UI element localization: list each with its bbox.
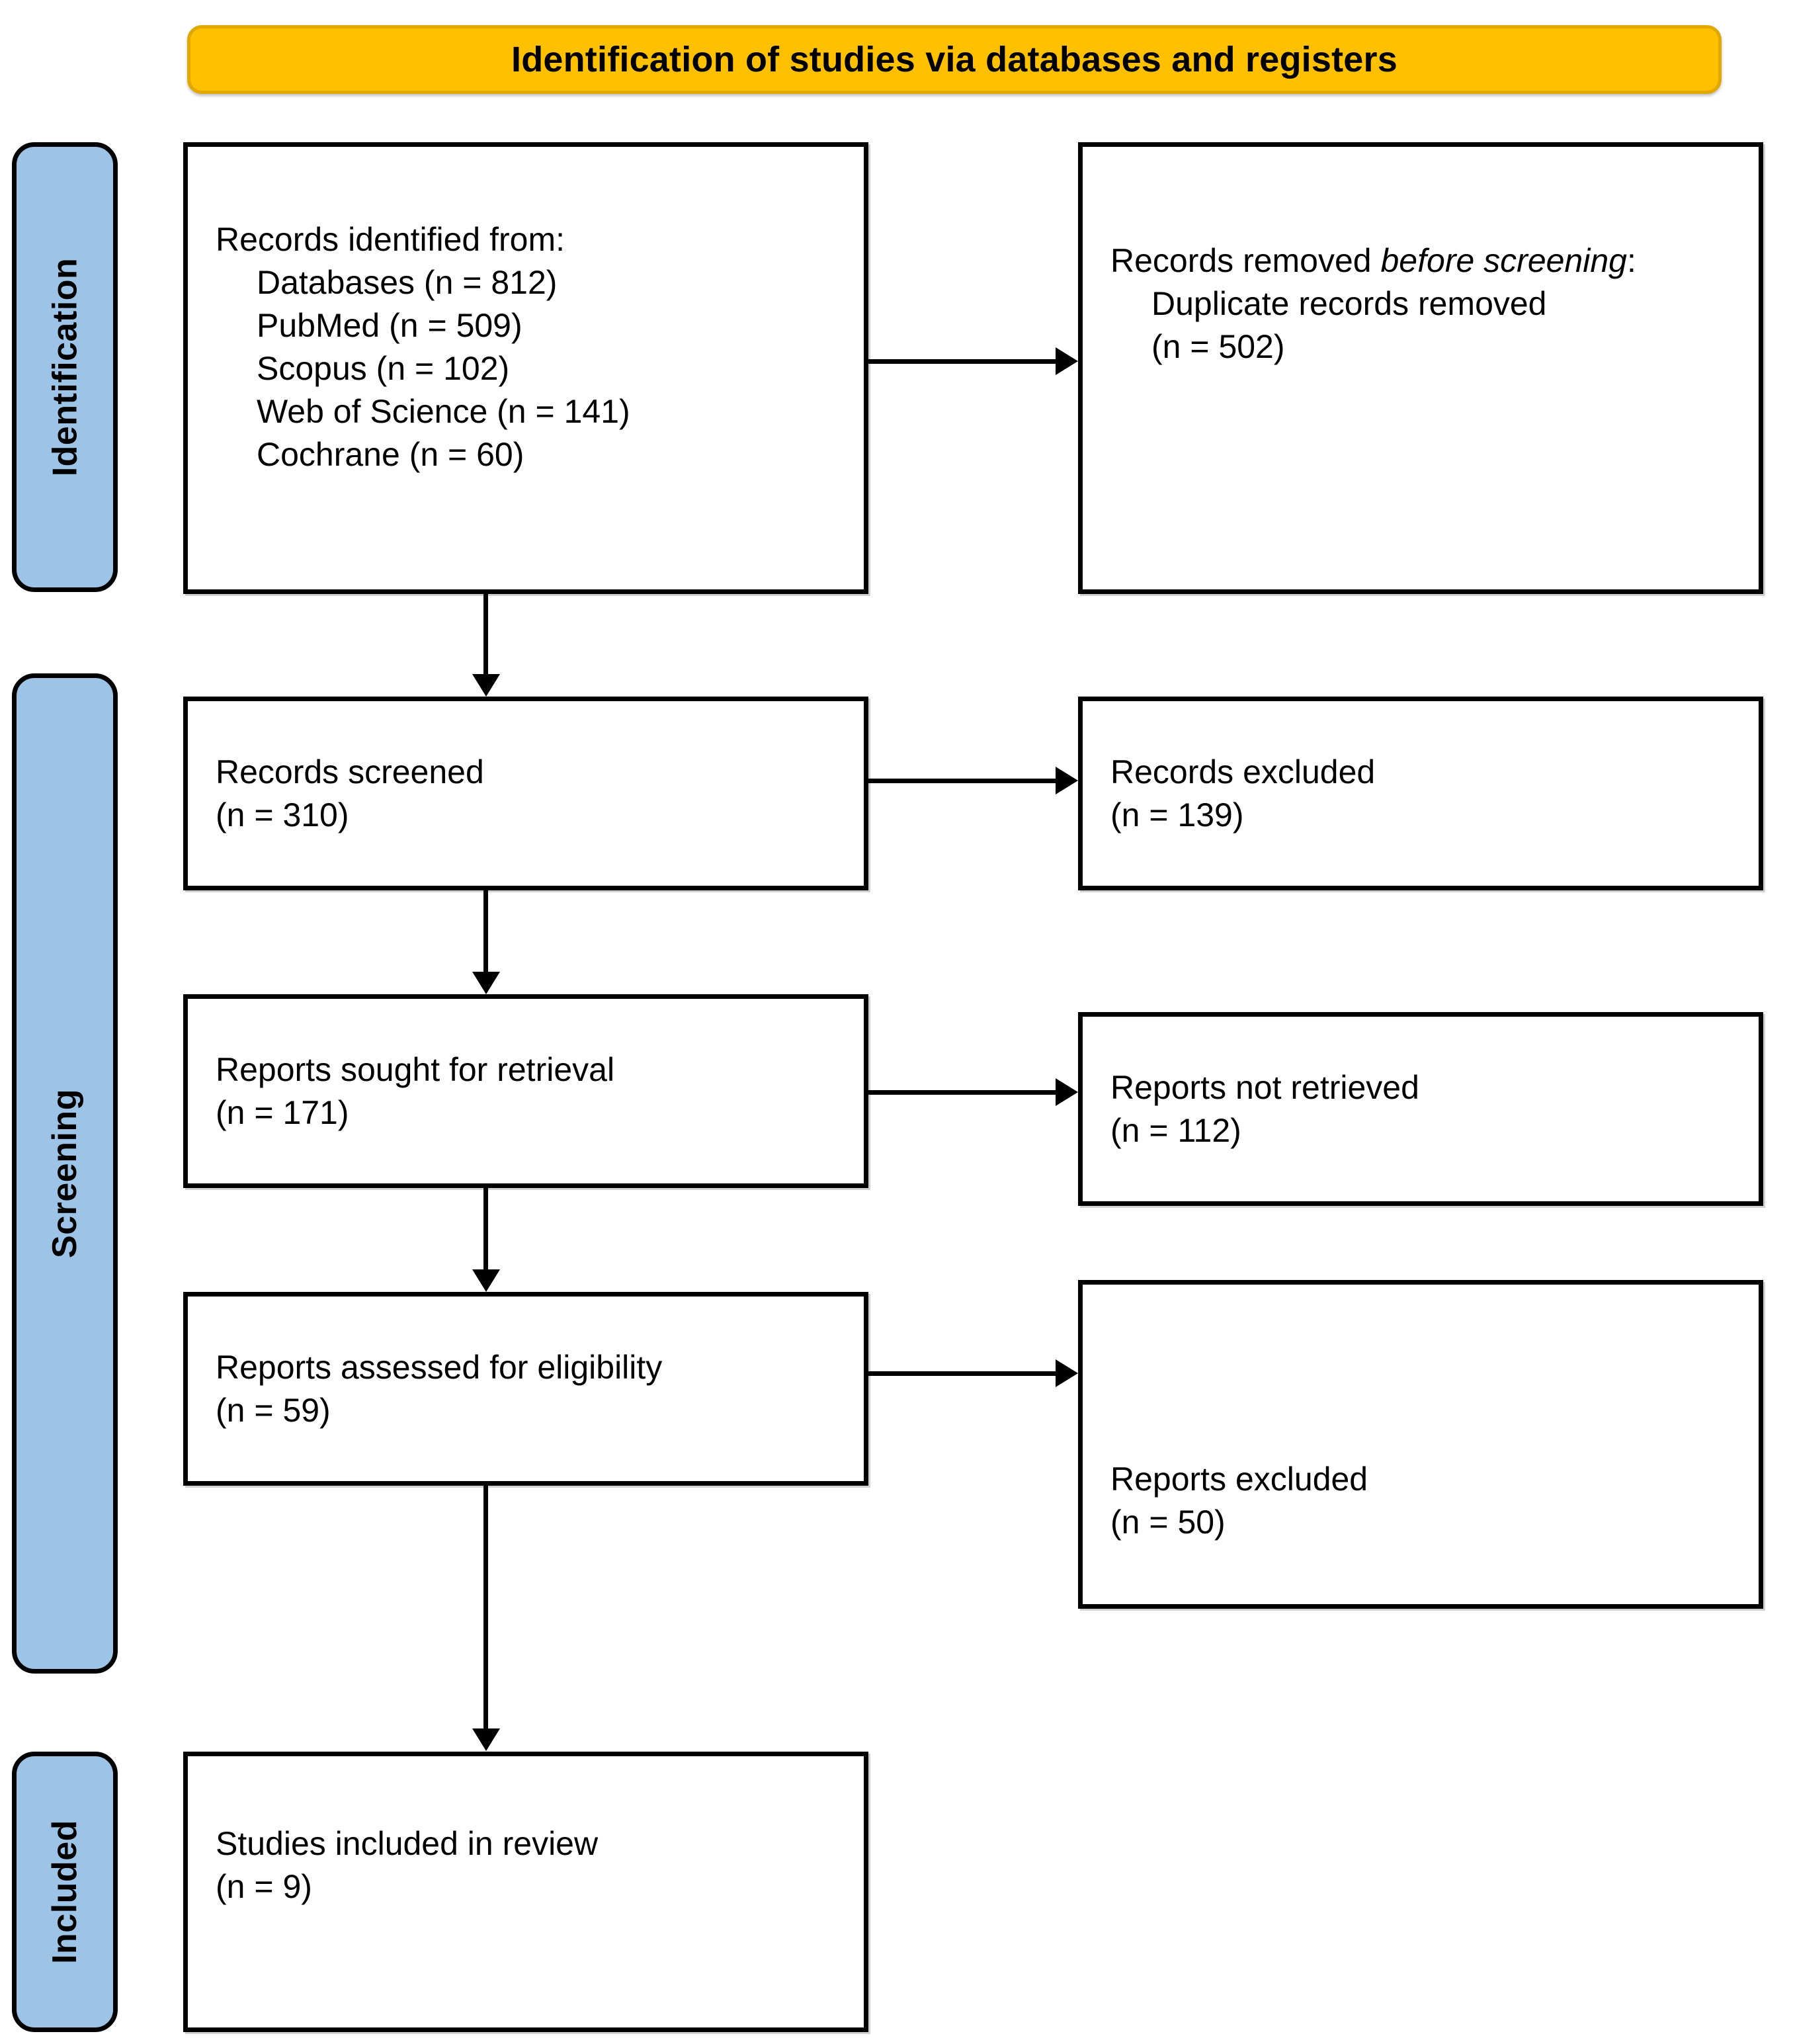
box-records-identified: Records identified from: Databases (n = … xyxy=(183,142,868,594)
connector-sought-to-assessed xyxy=(483,1188,488,1271)
connector-screened-to-excluded xyxy=(868,779,1056,783)
banner-identification-header: Identification of studies via databases … xyxy=(187,25,1722,94)
box-records-excluded: Records excluded (n = 139) xyxy=(1078,697,1763,890)
records-removed-item-duplicates: Duplicate records removed xyxy=(1151,285,1547,322)
connector-identified-to-screened xyxy=(483,594,488,676)
reports-assessed-line1: Reports assessed for eligibility xyxy=(216,1348,663,1386)
reports-not-retrieved-line1: Reports not retrieved xyxy=(1110,1068,1419,1106)
arrowhead-sought-to-assessed xyxy=(472,1269,500,1292)
connector-identified-to-removed xyxy=(868,359,1056,364)
phase-pill-identification: Identification xyxy=(12,142,118,592)
phase-label-included: Included xyxy=(46,1820,85,1964)
phase-label-identification: Identification xyxy=(46,257,84,477)
records-identified-item-pubmed: PubMed (n = 509) xyxy=(257,307,522,344)
reports-sought-line1: Reports sought for retrieval xyxy=(216,1050,615,1088)
phase-pill-included: Included xyxy=(12,1752,118,2032)
connector-sought-to-not-retrieved xyxy=(868,1090,1056,1095)
records-removed-heading-emphasis: before screening xyxy=(1380,242,1627,279)
reports-sought-line2: (n = 171) xyxy=(216,1093,349,1131)
studies-included-line1: Studies included in review xyxy=(216,1825,599,1862)
records-excluded-line2: (n = 139) xyxy=(1110,796,1244,833)
connector-assessed-to-reports-excluded xyxy=(868,1371,1056,1376)
connector-assessed-to-included xyxy=(483,1486,488,1730)
records-excluded-line1: Records excluded xyxy=(1110,753,1376,790)
reports-not-retrieved-line2: (n = 112) xyxy=(1110,1111,1241,1149)
records-removed-item-count: (n = 502) xyxy=(1151,328,1285,365)
arrowhead-screened-to-excluded xyxy=(1056,767,1078,794)
records-removed-heading: Records removed before screening: xyxy=(1110,242,1636,279)
arrowhead-identified-to-removed xyxy=(1056,347,1078,375)
arrowhead-identified-to-screened xyxy=(472,674,500,697)
records-identified-item-databases: Databases (n = 812) xyxy=(257,264,558,301)
arrowhead-screened-to-sought xyxy=(472,972,500,994)
connector-screened-to-sought xyxy=(483,890,488,974)
reports-excluded-line1: Reports excluded xyxy=(1110,1461,1368,1498)
records-removed-heading-pre: Records removed xyxy=(1110,242,1381,279)
box-reports-excluded: Reports excluded (n = 50) xyxy=(1078,1280,1763,1609)
phase-label-screening: Screening xyxy=(46,1089,85,1258)
arrowhead-assessed-to-reports-excluded xyxy=(1056,1359,1078,1387)
box-reports-not-retrieved: Reports not retrieved (n = 112) xyxy=(1078,1012,1763,1206)
reports-excluded-line2: (n = 50) xyxy=(1110,1504,1226,1541)
records-identified-item-web-of-science: Web of Science (n = 141) xyxy=(257,393,630,430)
arrowhead-assessed-to-included xyxy=(472,1728,500,1751)
box-studies-included: Studies included in review (n = 9) xyxy=(183,1752,868,2032)
reports-assessed-line2: (n = 59) xyxy=(216,1391,331,1429)
records-identified-item-scopus: Scopus (n = 102) xyxy=(257,350,510,387)
banner-title: Identification of studies via databases … xyxy=(511,40,1397,79)
studies-included-line2: (n = 9) xyxy=(216,1868,312,1905)
records-screened-line1: Records screened xyxy=(216,753,484,790)
box-records-screened: Records screened (n = 310) xyxy=(183,697,868,890)
records-screened-line2: (n = 310) xyxy=(216,796,349,833)
records-identified-heading: Records identified from: xyxy=(216,221,565,258)
box-records-removed: Records removed before screening: Duplic… xyxy=(1078,142,1763,594)
arrowhead-sought-to-not-retrieved xyxy=(1056,1078,1078,1106)
records-identified-item-cochrane: Cochrane (n = 60) xyxy=(257,436,524,473)
phase-pill-screening: Screening xyxy=(12,673,118,1674)
records-removed-heading-post: : xyxy=(1626,242,1636,279)
box-reports-assessed: Reports assessed for eligibility (n = 59… xyxy=(183,1292,868,1486)
box-reports-sought: Reports sought for retrieval (n = 171) xyxy=(183,994,868,1188)
